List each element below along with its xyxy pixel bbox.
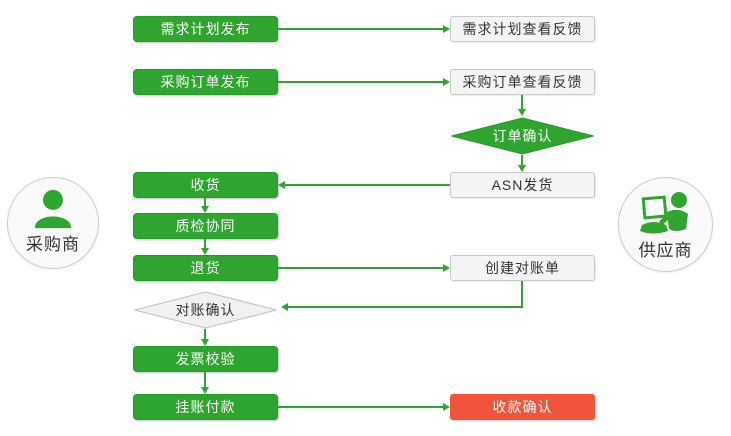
arrow-return-to-statement-line (278, 267, 443, 269)
arrow-asn-to-receive-head (278, 181, 285, 189)
supplier-person-laptop-icon (639, 192, 688, 234)
node-purchase-order-feedback: 采购订单查看反馈 (450, 69, 595, 95)
node-receipt-confirm: 收款确认 (450, 394, 595, 420)
buyer-person-icon (34, 189, 72, 229)
arrow-reconcile-to-invoice-head (201, 339, 209, 346)
arrow-po-feedback-to-order-confirm-line (521, 95, 523, 109)
node-create-statement: 创建对账单 (450, 255, 595, 281)
arrow-demand-publish-to-feedback-head (443, 25, 450, 33)
node-demand-plan-feedback: 需求计划查看反馈 (450, 16, 595, 42)
arrow-payment-to-receipt-line (278, 406, 443, 408)
node-invoice-verification: 发票校验 (133, 346, 278, 372)
arrow-reconcile-to-invoice-line (204, 329, 206, 339)
diamond-order-confirm-label: 订单确认 (492, 128, 553, 144)
supplier-avatar: 供应商 (618, 177, 713, 272)
arrow-statement-to-reconcile-hline (288, 306, 523, 308)
supplier-label: 供应商 (638, 241, 693, 260)
arrow-demand-publish-to-feedback-line (278, 28, 443, 30)
diamond-order-confirm: 订单确认 (450, 117, 595, 155)
diamond-reconciliation-confirm: 对账确认 (133, 291, 278, 329)
arrow-statement-to-reconcile-head (281, 303, 288, 311)
arrow-receive-to-quality-line (204, 198, 206, 206)
arrow-asn-to-receive-line (285, 184, 450, 186)
arrow-order-confirm-to-asn-head (518, 165, 526, 172)
arrow-po-feedback-to-order-confirm-head (518, 109, 526, 116)
arrow-po-publish-to-feedback-head (443, 78, 450, 86)
node-asn-ship: ASN发货 (450, 172, 595, 198)
arrow-statement-to-reconcile-vline (521, 281, 523, 308)
node-quality-collaboration: 质检协同 (133, 213, 278, 239)
arrow-receive-to-quality-head (201, 206, 209, 213)
arrow-order-confirm-to-asn-line (521, 155, 523, 165)
buyer-label: 采购商 (26, 235, 80, 254)
arrow-payment-to-receipt-head (443, 403, 450, 411)
diamond-shape (451, 117, 594, 155)
node-return-goods: 退货 (133, 255, 278, 281)
node-payment-on-account: 挂账付款 (133, 394, 278, 420)
node-purchase-order-publish: 采购订单发布 (133, 69, 278, 95)
arrow-invoice-to-payment-line (204, 372, 206, 387)
node-receive-goods: 收货 (133, 172, 278, 198)
arrow-quality-to-return-head (201, 248, 209, 255)
arrow-return-to-statement-head (443, 264, 450, 272)
arrow-po-publish-to-feedback-line (278, 81, 443, 83)
arrow-invoice-to-payment-head (201, 387, 209, 394)
diamond-shape (134, 291, 277, 329)
node-demand-plan-publish: 需求计划发布 (133, 16, 278, 42)
arrow-quality-to-return-line (204, 239, 206, 248)
diamond-reconciliation-confirm-label: 对账确认 (175, 302, 236, 318)
buyer-avatar: 采购商 (7, 177, 99, 269)
